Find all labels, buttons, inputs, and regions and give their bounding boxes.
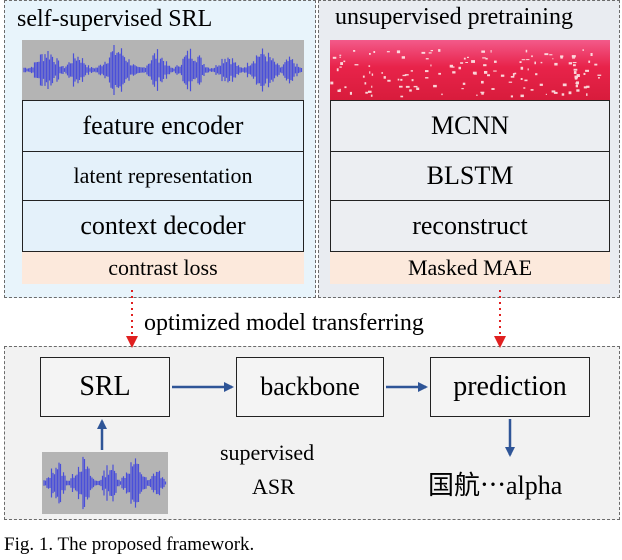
reconstruct-box: reconstruct: [330, 200, 610, 252]
masked-mae-box: Masked MAE: [330, 252, 610, 284]
supervised-label: supervised: [220, 440, 315, 465]
prediction-box: prediction: [430, 357, 590, 417]
spectrogram-image: [330, 40, 610, 100]
figure-caption: Fig. 1. The proposed framework.: [4, 534, 255, 555]
transfer-label: optimized model transferring: [144, 310, 424, 336]
feature-encoder-box: feature encoder: [22, 100, 304, 152]
output-text: 国航⋯alpha: [428, 471, 563, 500]
srl-box: SRL: [40, 357, 170, 417]
ssl-waveform-image: [22, 40, 304, 100]
pretrain-panel-title: unsupervised pretraining: [335, 4, 573, 30]
ssl-panel-title: self-supervised SRL: [17, 6, 213, 32]
contrast-loss-box: contrast loss: [22, 252, 304, 284]
context-decoder-box: context decoder: [22, 200, 304, 252]
backbone-box: backbone: [236, 357, 384, 417]
mcnn-box: MCNN: [330, 100, 610, 152]
asr-waveform-image: [42, 452, 168, 514]
asr-label: ASR: [252, 474, 295, 499]
